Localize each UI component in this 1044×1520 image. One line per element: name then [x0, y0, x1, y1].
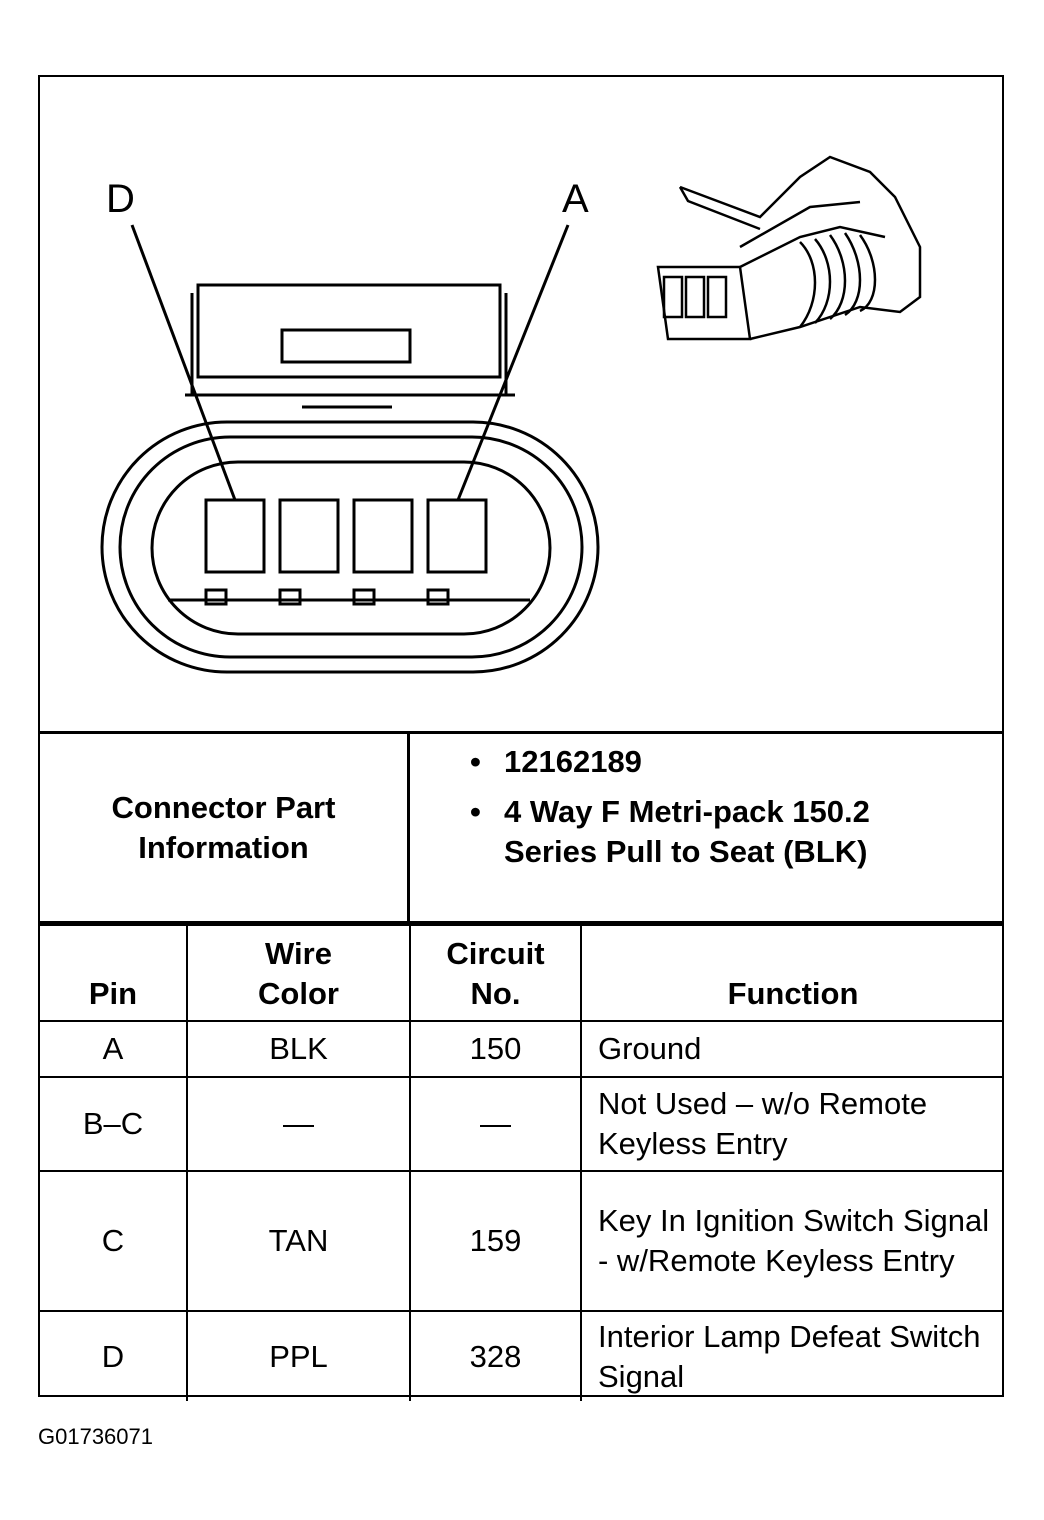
pin-cell: C [40, 1170, 188, 1312]
wire-color-cell: TAN [186, 1170, 411, 1312]
header-circuit-no: Circuit No. [409, 924, 582, 1022]
bullet-icon: • [470, 794, 481, 829]
table-row: B–C — — Not Used – w/o Remote Keyless En… [40, 1076, 1004, 1172]
isometric-connector [656, 155, 922, 341]
pin-cavity-d [204, 498, 266, 574]
leader-line-d [130, 224, 237, 501]
table-row: A BLK 150 Ground [40, 1020, 1004, 1078]
diagram-frame: D A Connector Part Information •12162189… [38, 75, 1004, 1401]
pin-cell: A [40, 1020, 188, 1078]
pin-label-a: A [562, 177, 589, 221]
connector-part-info: Connector Part Information •12162189 •4 … [40, 734, 1004, 924]
pin-cell: D [40, 1310, 188, 1401]
pin-cell: B–C [40, 1076, 188, 1172]
pin-table: Pin Wire Color Circuit No. Function A BL… [40, 924, 1004, 1401]
function-cell: Interior Lamp Defeat Switch Signal [580, 1310, 1004, 1401]
pin-cavity-a [426, 498, 488, 574]
connector-drawing [100, 155, 922, 674]
part-number-item: •12162189 [470, 742, 1004, 782]
header-pin: Pin [40, 924, 188, 1022]
leader-line-a [456, 224, 570, 501]
pin-cavity-c [278, 498, 340, 574]
wire-color-cell: PPL [186, 1310, 411, 1401]
circuit-cell: 159 [409, 1170, 582, 1312]
bullet-icon: • [470, 744, 481, 779]
pin-cavity-b [352, 498, 414, 574]
connector-face [150, 460, 552, 636]
circuit-cell: 328 [409, 1310, 582, 1401]
circuit-cell: 150 [409, 1020, 582, 1078]
figure-id: G01736071 [38, 1424, 153, 1449]
connector-latch-housing [196, 283, 502, 379]
wire-color-cell: — [186, 1076, 411, 1172]
wire-color-cell: BLK [186, 1020, 411, 1078]
connector-latch-slot [280, 328, 412, 364]
part-description-item: •4 Way F Metri-pack 150.2 Series Pull to… [470, 794, 870, 869]
function-cell: Not Used – w/o Remote Keyless Entry [580, 1076, 1004, 1172]
connector-part-info-label-text: Connector Part Information [111, 789, 336, 865]
pin-label-d: D [106, 177, 135, 221]
function-cell: Ground [580, 1020, 1004, 1078]
header-wire-color: Wire Color [186, 924, 411, 1022]
connector-inner-shell [118, 435, 584, 659]
connector-part-info-label: Connector Part Information [40, 734, 410, 921]
table-row: D PPL 328 Interior Lamp Defeat Switch Si… [40, 1310, 1004, 1401]
circuit-cell: — [409, 1076, 582, 1172]
header-function: Function [580, 924, 1004, 1022]
connector-part-info-values: •12162189 •4 Way F Metri-pack 150.2 Seri… [410, 734, 1004, 921]
function-cell: Key In Ignition Switch Signal - w/Remote… [580, 1170, 1004, 1312]
table-row: C TAN 159 Key In Ignition Switch Signal … [40, 1170, 1004, 1312]
connector-part-list: •12162189 •4 Way F Metri-pack 150.2 Seri… [470, 742, 1004, 872]
connector-outer-shell [100, 420, 600, 674]
connector-diagram: D A [40, 77, 1004, 734]
